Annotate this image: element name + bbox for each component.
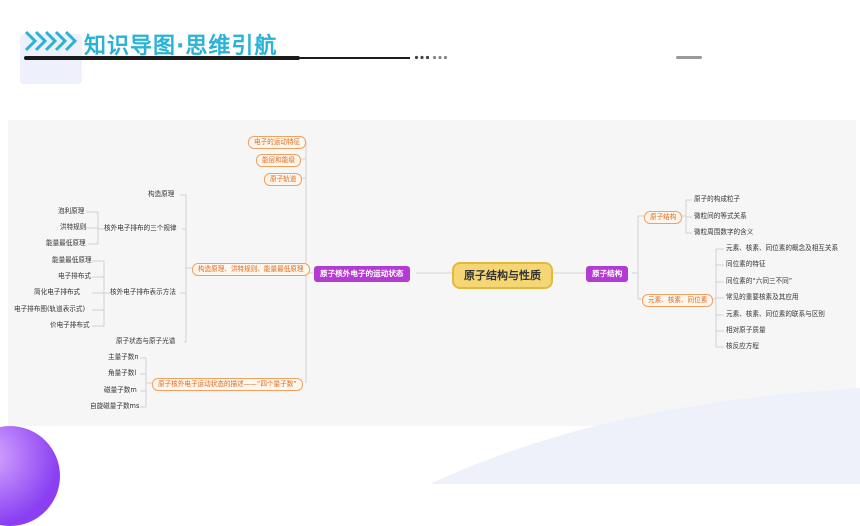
list-item: 原子的构成粒子 xyxy=(694,195,741,203)
main-branch-right: 原子结构 xyxy=(586,266,629,282)
list-item: 简化电子排布式 xyxy=(34,288,81,296)
title-divider xyxy=(300,57,410,59)
background-wave xyxy=(430,388,860,484)
list-item: 同位素的特征 xyxy=(726,260,766,268)
header-dash xyxy=(676,56,702,59)
branch-quantum-numbers: 原子核外电子运动状态的描述——“四个量子数” xyxy=(152,378,303,391)
list-item: 元素、核素、同位素的联系与区别 xyxy=(726,310,825,318)
list-item: 微粒周围数字的含义 xyxy=(694,228,754,236)
branch-electron-motion: 电子的运动特征 xyxy=(248,136,307,149)
dots-icon xyxy=(414,55,430,60)
main-branch-left: 原子核外电子的运动状态 xyxy=(314,266,410,282)
list-item: 电子排布式 xyxy=(58,272,91,280)
list-item: 泡利原理 xyxy=(58,207,85,215)
list-item: 主量子数n xyxy=(108,353,139,361)
list-item: 元素、核素、同位素的概念及相互关系 xyxy=(726,244,839,252)
list-item: 磁量子数m xyxy=(104,386,137,394)
list-item: 相对原子质量 xyxy=(726,326,766,334)
list-item: 核反应方程 xyxy=(726,342,759,350)
list-item: 洪特规则 xyxy=(60,223,87,231)
list-item: 能量最低原理 xyxy=(46,239,86,247)
list-item: 常见的重要核素及其应用 xyxy=(726,293,799,301)
list-item: 自旋磁量子数ms xyxy=(90,402,140,410)
node-three-rules: 核外电子排布的三个规律 xyxy=(104,224,177,232)
branch-orbitals: 原子轨道 xyxy=(264,173,303,186)
page-title: 知识导图·思维引航 xyxy=(84,34,278,59)
branch-construction-principles: 构造原理、洪特规则、能量最低原理 xyxy=(192,263,310,276)
branch-atom-structure: 原子结构 xyxy=(644,211,683,224)
node-representation-methods: 核外电子排布表示方法 xyxy=(110,288,176,296)
list-item: 同位素的“六同三不同” xyxy=(726,277,793,285)
mindmap-links xyxy=(86,140,724,408)
list-item: 微粒间的等式关系 xyxy=(694,212,747,220)
list-item: 角量子数l xyxy=(108,369,137,377)
center-topic: 原子结构与性质 xyxy=(452,262,553,289)
branch-element-isotope: 元素、核素、同位素 xyxy=(642,294,714,307)
list-item: 电子排布图(轨道表示式) xyxy=(14,305,86,313)
chevron-right-icon xyxy=(24,30,78,52)
title-underline xyxy=(24,56,300,60)
node-construct-principle: 构造原理 xyxy=(148,190,175,198)
branch-energy-levels: 能层和能级 xyxy=(256,154,301,167)
node-atomic-spectra: 原子状态与原子光谱 xyxy=(116,337,176,345)
dots-icon xyxy=(432,55,448,60)
list-item: 价电子排布式 xyxy=(50,321,90,329)
list-item: 能量最低原理 xyxy=(52,256,92,264)
